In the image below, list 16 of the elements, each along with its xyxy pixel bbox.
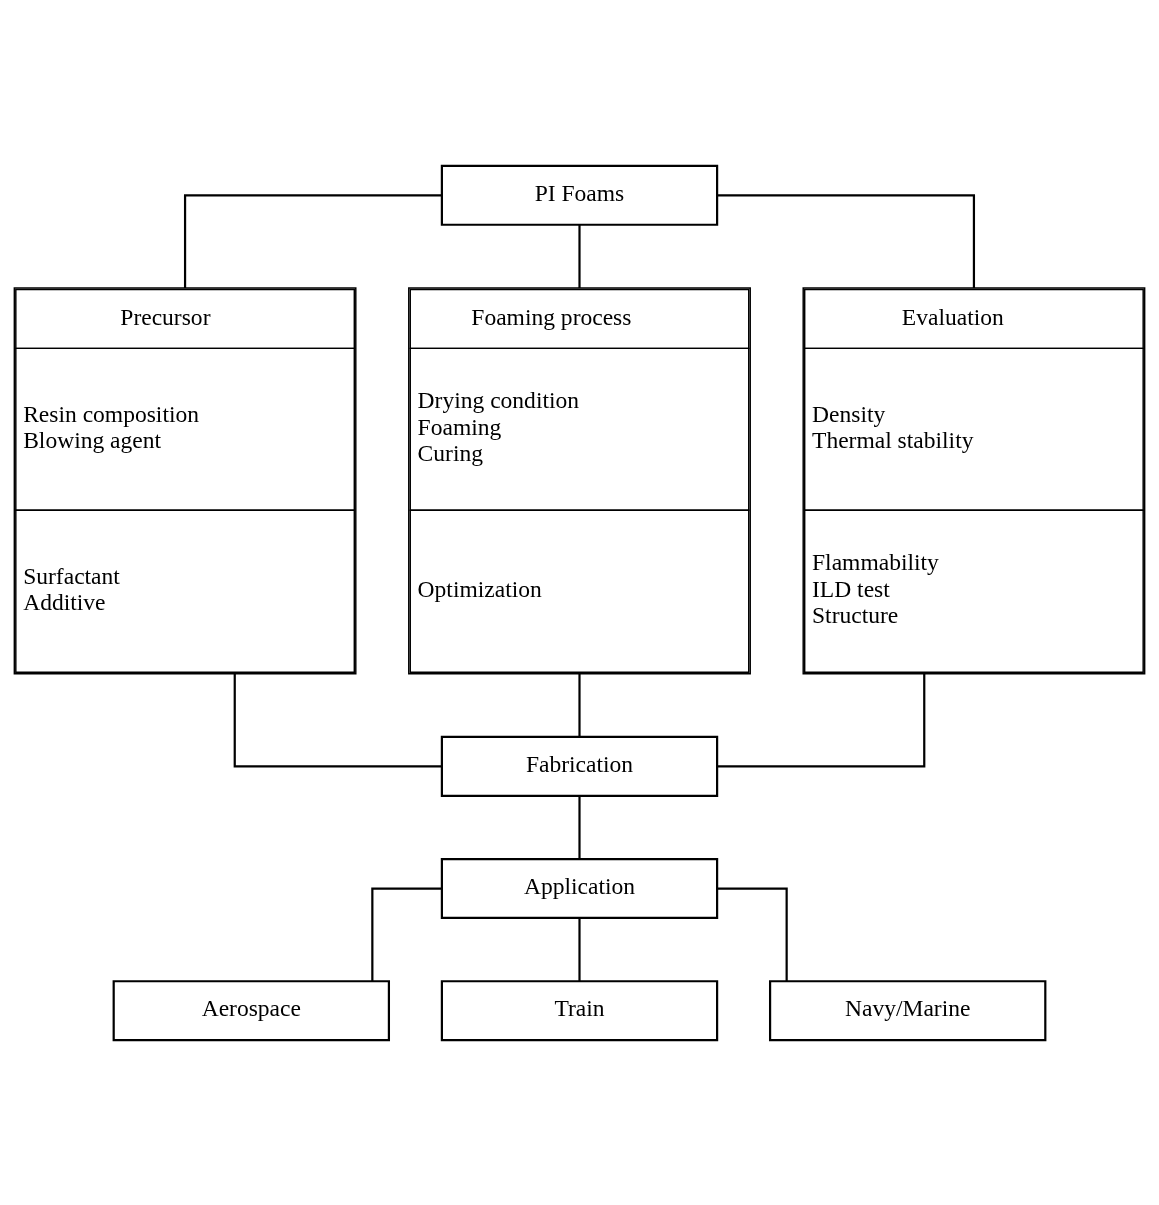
node-box: Aerospace — [112, 979, 390, 1041]
node-box: Train — [440, 979, 719, 1041]
connector — [578, 917, 581, 981]
connector — [371, 886, 442, 981]
connector — [578, 224, 581, 288]
connector — [717, 886, 788, 981]
node-box: Navy/Marine — [769, 979, 1047, 1041]
connector — [717, 673, 926, 767]
node-box: PI Foams — [440, 164, 719, 226]
connector — [233, 673, 442, 767]
connector — [578, 673, 581, 737]
connector — [717, 193, 976, 288]
connector — [183, 193, 442, 288]
node-box: Application — [440, 857, 719, 919]
connector — [578, 795, 581, 859]
node-box: Fabrication — [440, 735, 719, 797]
